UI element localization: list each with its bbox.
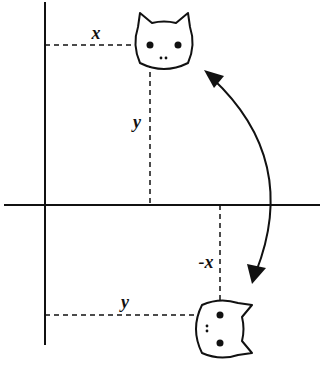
arrow-tail bbox=[204, 70, 224, 88]
rotation-arrow bbox=[212, 78, 271, 272]
y-coordinate-label: y bbox=[131, 113, 143, 131]
y-coordinate-label: y bbox=[119, 293, 131, 311]
cat-head bbox=[135, 13, 192, 69]
negative-x-label: -x bbox=[197, 253, 216, 271]
guide-lines bbox=[45, 45, 220, 315]
rotated-cat-head bbox=[196, 300, 252, 357]
y-axis bbox=[44, 2, 46, 345]
x-coordinate-label: x bbox=[90, 24, 103, 42]
x-axis bbox=[4, 204, 320, 206]
arrowhead bbox=[247, 264, 266, 284]
